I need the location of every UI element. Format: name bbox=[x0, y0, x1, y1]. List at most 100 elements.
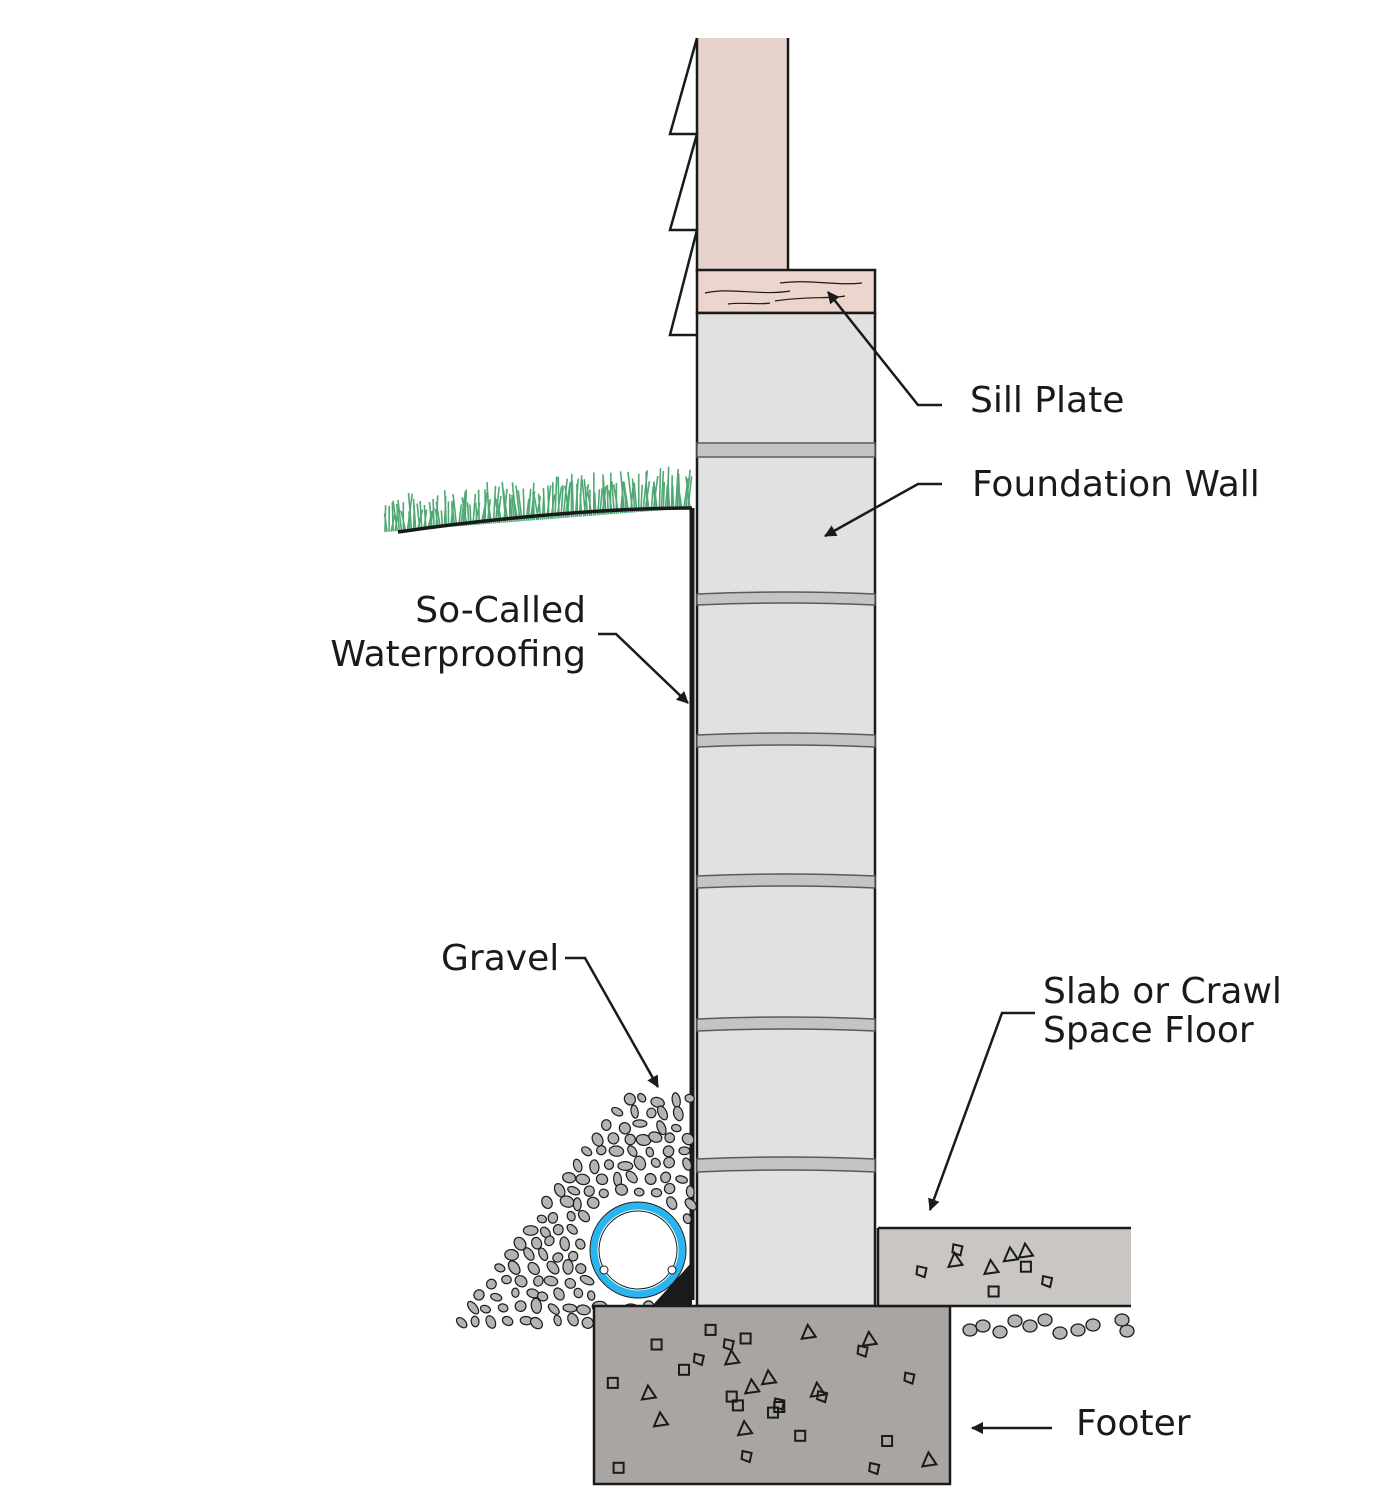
gravel-stone bbox=[470, 1315, 480, 1328]
aggregate-square bbox=[612, 1461, 625, 1474]
aggregate-square bbox=[881, 1435, 894, 1447]
footer-concrete bbox=[592, 1304, 952, 1486]
gravel-stone bbox=[618, 1122, 632, 1135]
label-gravel: Gravel bbox=[441, 938, 559, 979]
gravel-stone bbox=[614, 1183, 629, 1196]
gravel-stone bbox=[595, 1173, 609, 1186]
gravel-stone bbox=[682, 1157, 693, 1171]
gravel-stone bbox=[562, 1259, 574, 1275]
gravel-stone bbox=[630, 1104, 639, 1119]
gravel-stone bbox=[1037, 1313, 1053, 1327]
gravel-stone bbox=[665, 1196, 678, 1210]
sill-plate-leader bbox=[827, 291, 942, 407]
grass-blade bbox=[554, 476, 558, 519]
gravel-stone bbox=[501, 1315, 514, 1327]
aggregate-triangle bbox=[920, 1450, 939, 1468]
gravel-stone bbox=[663, 1156, 676, 1169]
gravel-stone bbox=[581, 1146, 593, 1157]
gravel-stone bbox=[583, 1185, 595, 1197]
aggregate-triangle bbox=[946, 1250, 965, 1269]
grass-blade bbox=[662, 481, 665, 511]
aggregate-triangle bbox=[1002, 1245, 1020, 1263]
gravel-stone bbox=[1119, 1324, 1135, 1338]
gravel-stone bbox=[537, 1247, 549, 1262]
aggregate-square bbox=[987, 1285, 1000, 1298]
gravel-stone bbox=[656, 1105, 669, 1121]
gravel-stone bbox=[607, 1132, 620, 1145]
gravel-stone bbox=[562, 1303, 578, 1313]
gravel-stone bbox=[586, 1196, 600, 1209]
grass-blade bbox=[597, 489, 601, 516]
gravel-stone bbox=[514, 1300, 527, 1313]
mortar-joints bbox=[696, 442, 876, 1173]
grass-blade bbox=[533, 495, 540, 521]
label-slab-line1: Slab or Crawl bbox=[1043, 971, 1282, 1012]
gravel-stone bbox=[559, 1236, 571, 1252]
aggregate-triangle bbox=[1017, 1241, 1035, 1259]
gravel-stone bbox=[1052, 1326, 1068, 1340]
gravel-stone bbox=[522, 1225, 539, 1236]
slab-leader bbox=[928, 1011, 1035, 1211]
gravel-stone bbox=[479, 1304, 491, 1314]
gravel-stone bbox=[596, 1145, 607, 1156]
gravel-stone bbox=[635, 1133, 652, 1147]
aggregate-square bbox=[704, 1323, 717, 1336]
gravel-stone bbox=[581, 1316, 594, 1329]
gravel-stone bbox=[1070, 1323, 1086, 1337]
gravel-stone bbox=[562, 1172, 577, 1184]
gravel-stone bbox=[507, 1260, 521, 1275]
gravel-stone bbox=[648, 1131, 663, 1143]
gravel-stone bbox=[466, 1300, 480, 1315]
grass-blade bbox=[570, 473, 573, 518]
gravel-stone bbox=[678, 1146, 691, 1156]
grass-blade bbox=[537, 493, 542, 520]
aggregate-stone bbox=[915, 1264, 928, 1279]
aggregate-triangle bbox=[861, 1329, 879, 1348]
gravel-stone bbox=[566, 1223, 578, 1235]
gravel-stone bbox=[576, 1304, 591, 1316]
gravel-stone bbox=[660, 1171, 672, 1184]
gravel-stone bbox=[962, 1323, 978, 1337]
gravel-stone bbox=[644, 1172, 657, 1186]
aggregate-square bbox=[1019, 1260, 1032, 1273]
aggregate-stone bbox=[868, 1461, 881, 1476]
gravel-stone bbox=[632, 1119, 648, 1128]
grass-blade bbox=[674, 468, 679, 510]
gravel-stone bbox=[567, 1185, 581, 1196]
gravel-stone bbox=[637, 1092, 647, 1103]
gravel-stone bbox=[624, 1133, 636, 1146]
gravel-stone bbox=[511, 1287, 520, 1298]
gravel-stone bbox=[646, 1107, 657, 1119]
gravel-stone bbox=[504, 1248, 519, 1261]
gravel-stone bbox=[1007, 1314, 1023, 1328]
label-foundation-wall: Foundation Wall bbox=[972, 464, 1260, 505]
gravel-stone bbox=[490, 1292, 503, 1302]
gravel-stone bbox=[600, 1119, 612, 1131]
grass-blade bbox=[477, 489, 480, 525]
gravel-stone bbox=[598, 1188, 609, 1199]
aggregate-triangle bbox=[982, 1257, 1001, 1276]
gravel-stone bbox=[553, 1287, 565, 1301]
gravel-stone bbox=[1114, 1313, 1130, 1327]
foundation-wall bbox=[695, 311, 877, 1308]
gravel-stone bbox=[627, 1145, 638, 1157]
grass-blade bbox=[535, 496, 542, 521]
gravel-stone bbox=[536, 1291, 549, 1302]
aggregate-triangle bbox=[723, 1348, 742, 1366]
grass-blade bbox=[532, 492, 536, 521]
gravel-stone bbox=[553, 1314, 562, 1327]
grass-blade bbox=[671, 484, 675, 510]
grass-blade bbox=[391, 502, 394, 532]
gravel-stone bbox=[552, 1252, 564, 1263]
gravel-stone bbox=[992, 1325, 1008, 1339]
gravel-stone bbox=[497, 1303, 509, 1313]
gravel-stone bbox=[675, 1175, 688, 1184]
gravel-stone bbox=[611, 1106, 624, 1117]
grass-blade bbox=[395, 503, 401, 531]
gravel-stone bbox=[1085, 1318, 1101, 1332]
grass-blade bbox=[383, 513, 388, 532]
gravel-stone bbox=[650, 1157, 661, 1168]
aggregate-square bbox=[650, 1338, 663, 1351]
gravel-stone bbox=[656, 1120, 667, 1136]
gravel-stone bbox=[494, 1263, 506, 1273]
